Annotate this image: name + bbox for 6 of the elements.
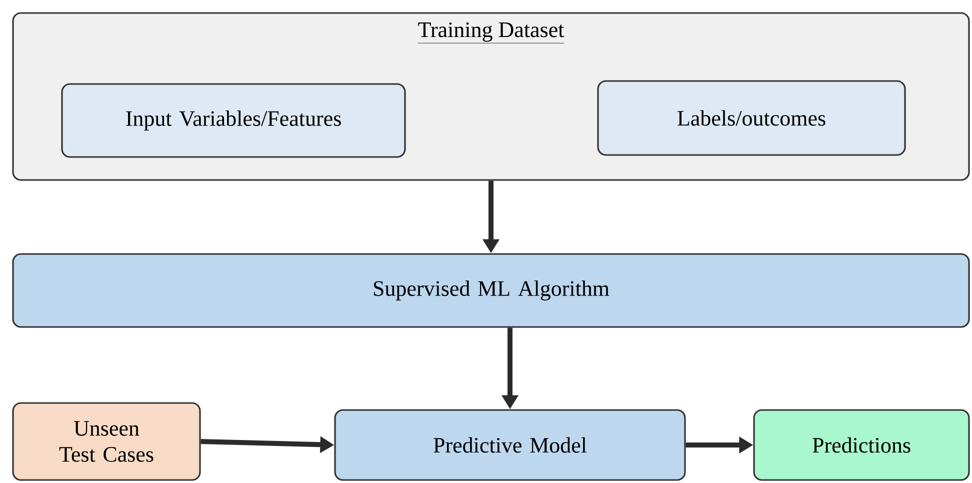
process-box: Labels/outcomes (597, 80, 906, 156)
input-box: Unseen Test Cases (12, 402, 201, 481)
output-box: Predictions (753, 409, 970, 481)
process-box: Input Variables/Features (61, 83, 406, 158)
process-box: Supervised ML Algorithm (12, 253, 970, 328)
process-box: Predictive Model (334, 409, 686, 481)
